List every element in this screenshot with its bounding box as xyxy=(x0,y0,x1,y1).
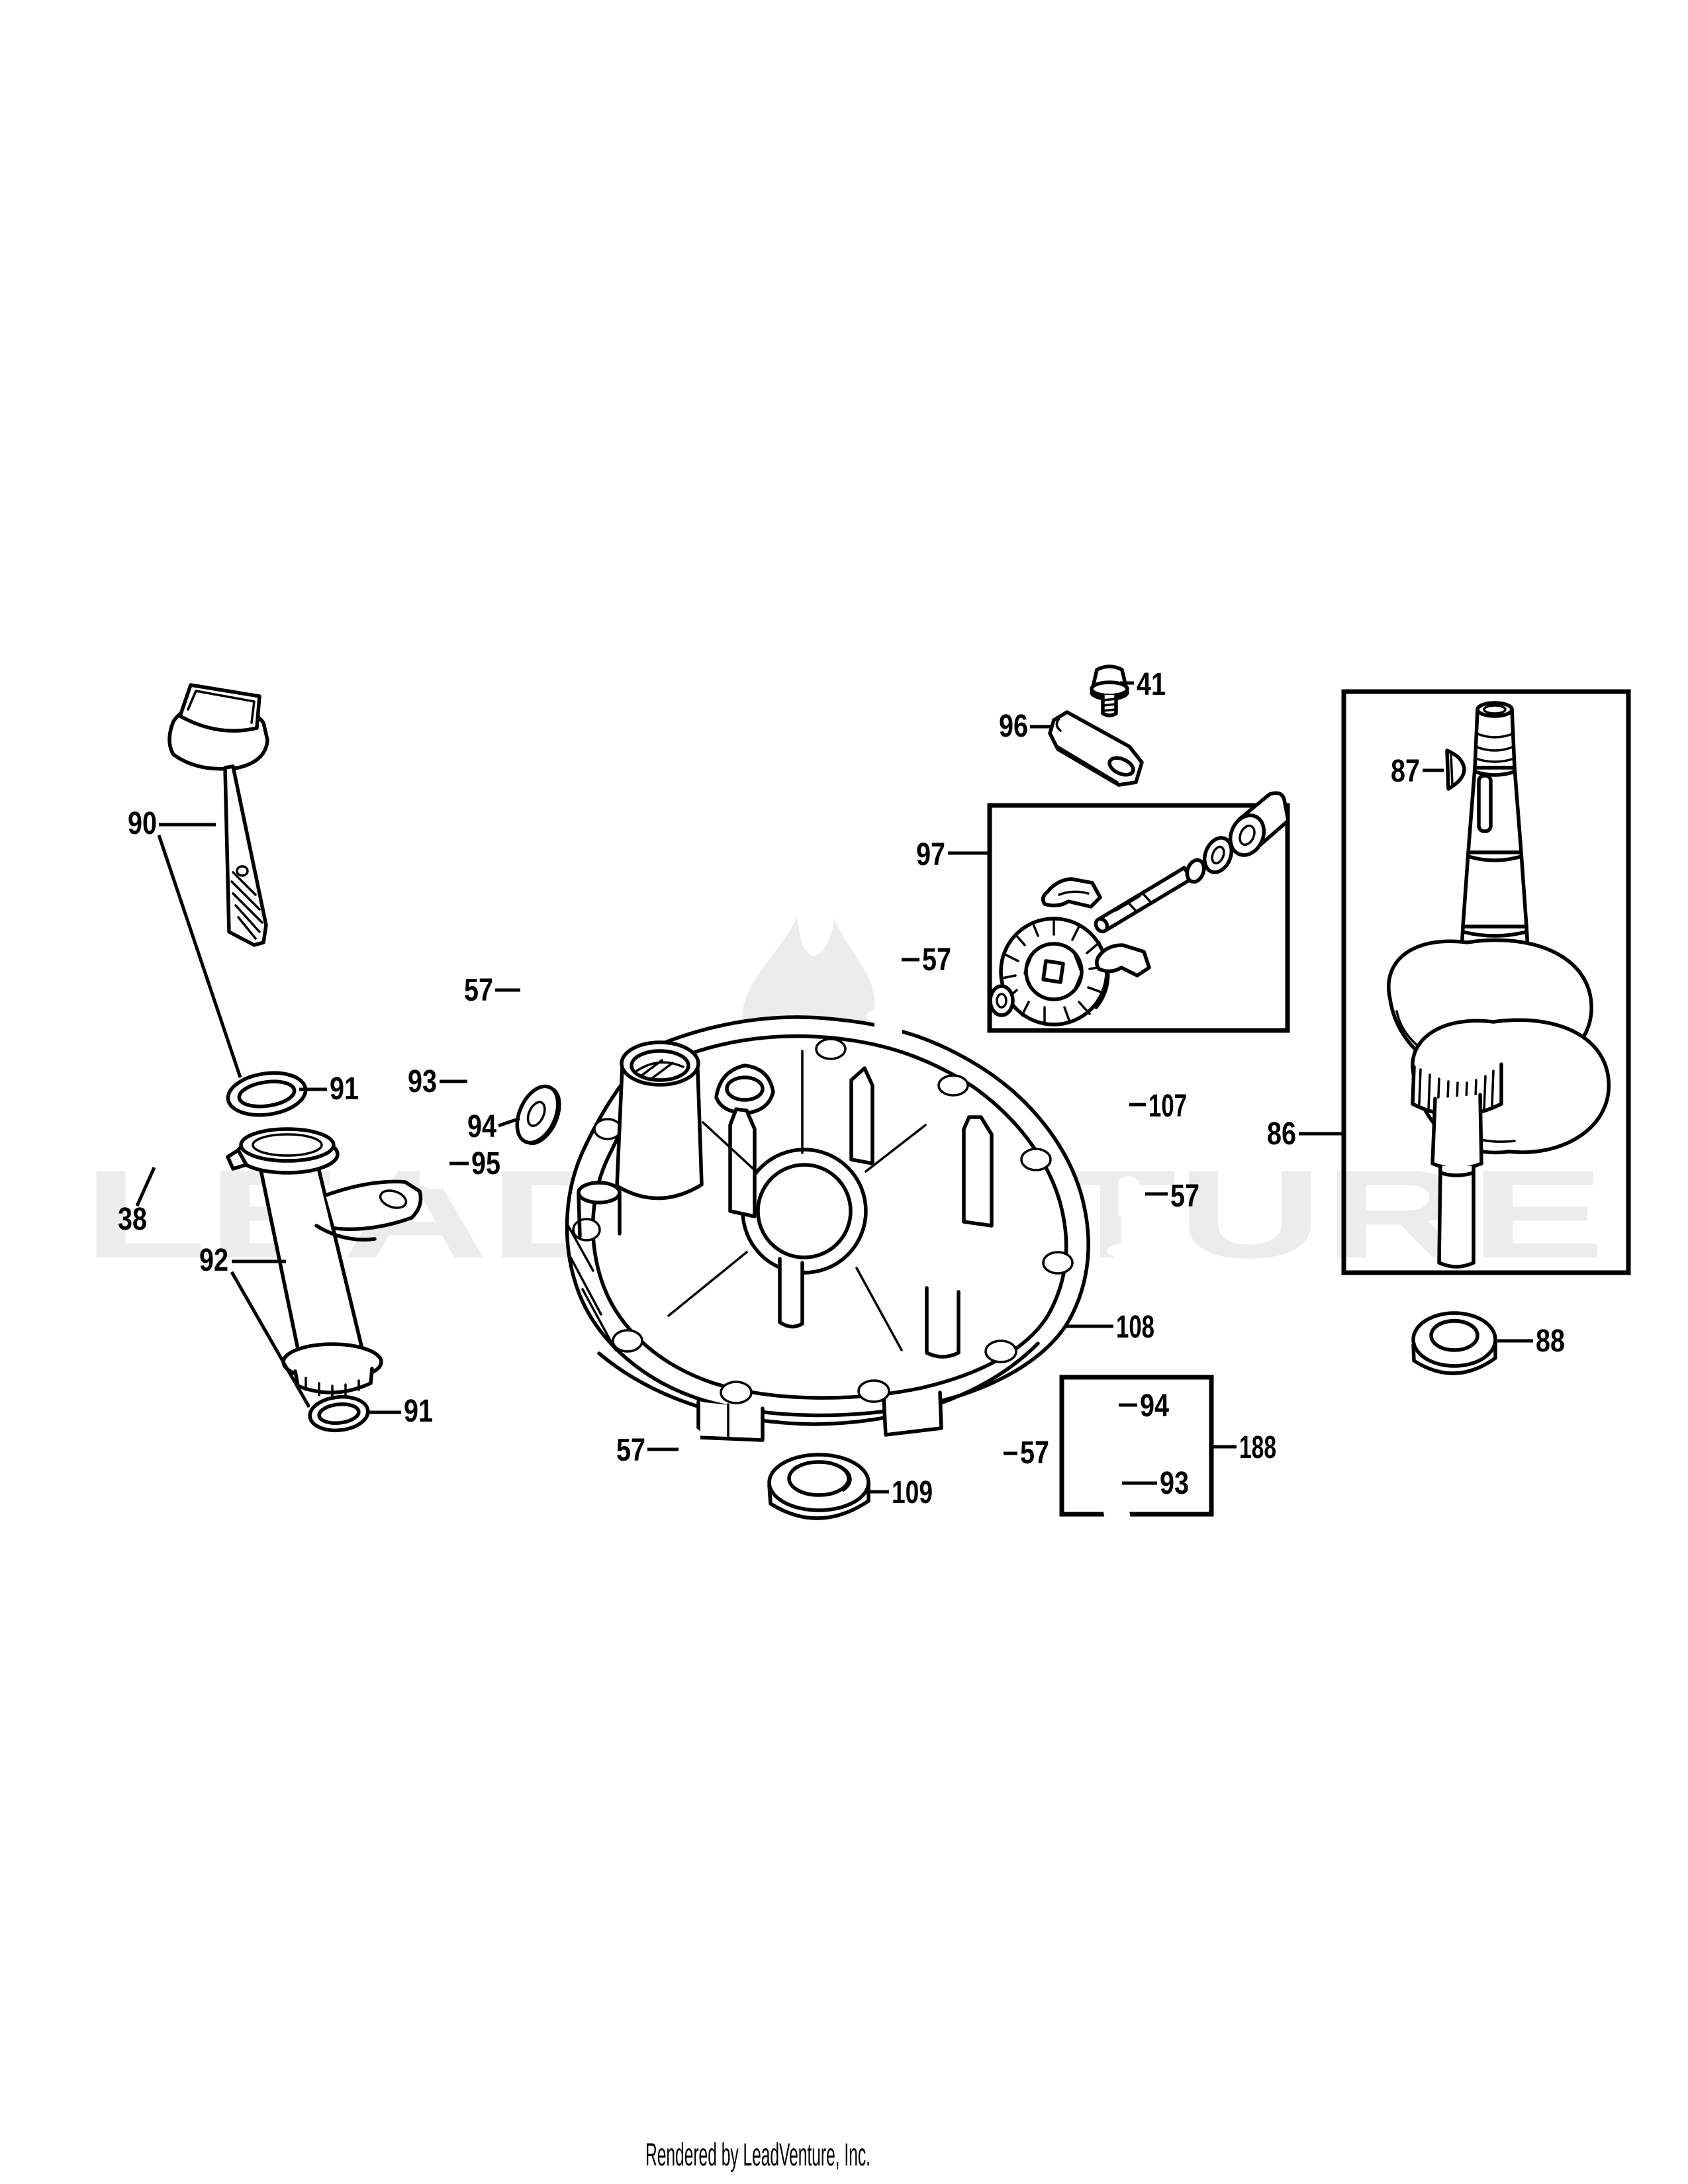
callout-92: 92 xyxy=(199,1243,228,1278)
callout-93-box: 93 xyxy=(1160,1466,1189,1501)
bolt-57-bottom-left xyxy=(668,1426,712,1526)
o-ring-91-tube xyxy=(308,1394,370,1433)
spacer-95 xyxy=(420,1143,449,1189)
bolt-57-top xyxy=(508,969,551,1069)
callouts: 41 96 97 87 86 88 90 91 38 92 91 57 57 5… xyxy=(118,667,1565,1510)
callout-94-upper: 94 xyxy=(467,1109,496,1144)
pump-washer-small xyxy=(988,984,1015,1017)
pump-bushing xyxy=(1228,791,1290,857)
spacer-107 xyxy=(1099,1087,1128,1134)
o-ring-91-dipstick xyxy=(226,1071,308,1117)
callout-188: 188 xyxy=(1239,1430,1276,1465)
washer-94-box xyxy=(1072,1388,1117,1424)
bracket-96 xyxy=(1048,710,1144,787)
callout-57-bottom-right: 57 xyxy=(1020,1435,1049,1471)
pump-shaft xyxy=(1094,866,1194,934)
callout-57-top: 57 xyxy=(464,973,493,1008)
callout-90: 90 xyxy=(128,806,157,841)
key-87 xyxy=(1445,749,1466,791)
callout-97: 97 xyxy=(916,837,945,872)
bolt-57-bottom-right xyxy=(960,1435,1004,1535)
callout-109: 109 xyxy=(892,1475,933,1510)
callout-57-pump: 57 xyxy=(922,942,951,978)
callout-57-bottom-left: 57 xyxy=(616,1433,645,1468)
callout-88: 88 xyxy=(1536,1324,1565,1359)
pump-washer xyxy=(1202,836,1234,874)
callout-41: 41 xyxy=(1137,667,1166,702)
oil-seal-109 xyxy=(767,1453,870,1520)
dipstick-90 xyxy=(167,683,269,947)
callout-94-box: 94 xyxy=(1140,1388,1169,1424)
callout-93-upper: 93 xyxy=(408,1064,437,1099)
oil-pump-group-97 xyxy=(987,791,1290,1033)
bolt-41 xyxy=(1090,664,1129,717)
pump-pin-1 xyxy=(1053,842,1060,882)
callout-108: 108 xyxy=(1116,1310,1154,1345)
callout-86: 86 xyxy=(1267,1116,1296,1152)
washer-88 xyxy=(1411,1311,1497,1375)
callout-95: 95 xyxy=(471,1146,500,1181)
crankcase-cover-108 xyxy=(565,1015,1090,1442)
footer-credit: Rendered by LeadVenture, Inc. xyxy=(645,2138,870,2173)
callout-107: 107 xyxy=(1149,1089,1187,1124)
crankshaft-group-86 xyxy=(1341,689,1631,1275)
pump-impeller xyxy=(999,917,1110,1026)
oil-fill-tube-92 xyxy=(226,1127,423,1399)
hardware-group-188 xyxy=(1059,1375,1214,1526)
bolt-93-box xyxy=(1082,1428,1139,1526)
callout-91-dipstick: 91 xyxy=(330,1071,359,1107)
callout-87: 87 xyxy=(1391,754,1420,789)
callout-57-right: 57 xyxy=(1170,1179,1199,1214)
callout-38: 38 xyxy=(118,1202,147,1237)
callout-96: 96 xyxy=(999,709,1028,744)
washer-94-upper xyxy=(515,1084,561,1146)
pump-o-ring xyxy=(1185,858,1206,884)
callout-91-tube: 91 xyxy=(404,1394,433,1429)
pump-clip-2 xyxy=(1095,943,1151,978)
